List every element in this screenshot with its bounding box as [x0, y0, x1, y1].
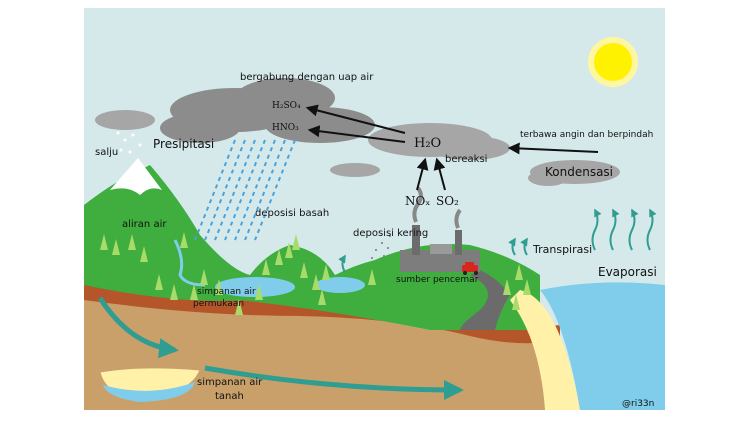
road — [460, 270, 510, 330]
label-deposisi-basah: deposisi basah — [255, 208, 329, 219]
label-salju: salju — [95, 147, 118, 158]
label-bereaksi: bereaksi — [445, 154, 487, 165]
snow-dots — [116, 131, 142, 154]
label-simpanan-permukaan-2: permukaan — [193, 299, 244, 309]
snow-cap — [110, 158, 162, 195]
signature: @ri33n — [622, 399, 654, 409]
label-h2so4: H₂SO₄ — [272, 101, 301, 111]
kondensasi-cloud — [528, 160, 620, 186]
label-hno3: HNO₃ — [272, 123, 299, 133]
tree-icon — [100, 232, 531, 315]
label-aliran-air: aliran air — [122, 219, 167, 230]
beach — [510, 290, 580, 410]
surface-lake — [215, 277, 295, 297]
label-simpanan-tanah-1: simpanan air — [197, 377, 263, 388]
label-deposisi-kering: deposisi kering — [353, 228, 428, 239]
river — [173, 239, 206, 287]
label-evaporasi: Evaporasi — [598, 265, 657, 279]
dry-deposition-dots — [371, 235, 391, 259]
smoke — [454, 208, 462, 229]
sea — [540, 282, 665, 410]
flow-arrows — [97, 296, 464, 400]
chemistry-arrows — [305, 104, 599, 191]
label-so2: SO₂ — [436, 194, 459, 208]
label-simpanan-permukaan-1: simpanan air — [197, 287, 256, 297]
label-transpirasi: Transpirasi — [532, 243, 592, 256]
label-kondensasi: Kondensasi — [545, 165, 613, 179]
smoke — [412, 186, 423, 223]
sun-icon — [588, 37, 638, 87]
rain — [194, 139, 296, 241]
car-icon — [462, 262, 478, 275]
label-h2o: H₂O — [414, 136, 441, 151]
label-presipitasi: Presipitasi — [153, 137, 214, 151]
label-nox: NOₓ — [405, 194, 430, 208]
evaporation-arrows — [338, 208, 657, 273]
label-terbawa: terbawa angin dan berpindah — [520, 130, 653, 140]
label-simpanan-tanah-2: tanah — [215, 391, 244, 402]
factory-icon — [400, 225, 480, 272]
small-cloud — [95, 110, 380, 177]
groundwater-water — [103, 382, 195, 402]
label-sumber-pencemar: sumber pencemar — [396, 275, 479, 285]
small-lake — [315, 277, 365, 293]
label-bergabung: bergabung dengan uap air — [240, 72, 374, 83]
left-mountain — [84, 165, 250, 301]
